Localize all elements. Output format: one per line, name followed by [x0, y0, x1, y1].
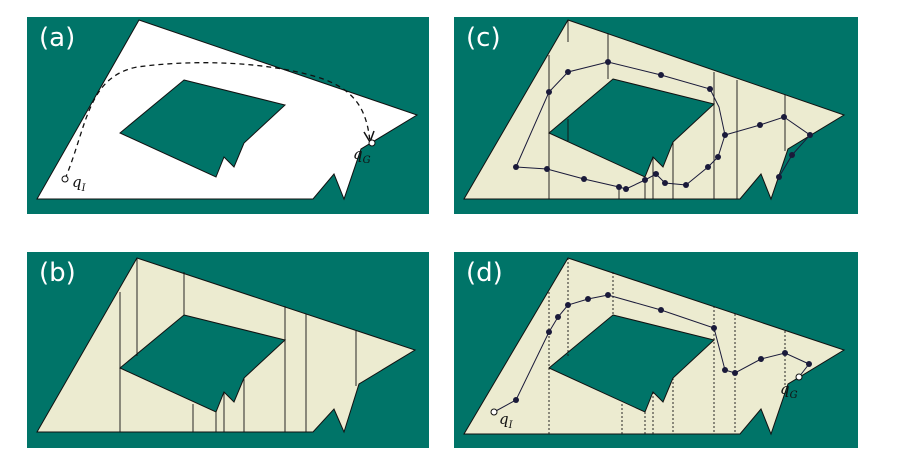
- filled-dot-icon: [585, 296, 591, 302]
- filled-dot-icon: [642, 177, 648, 183]
- filled-dot-icon: [758, 356, 764, 362]
- filled-dot-icon: [658, 72, 664, 78]
- dashed-path: [64, 62, 371, 180]
- filled-dot-icon: [807, 132, 813, 138]
- interior-obstacle: [548, 78, 716, 178]
- panel-b-figure: [27, 252, 429, 448]
- filled-dot-icon: [662, 180, 668, 186]
- roadmap-edges-right: [724, 116, 811, 178]
- filled-dot-icon: [605, 59, 611, 65]
- filled-dot-icon: [658, 307, 664, 313]
- filled-dot-icon: [565, 69, 571, 75]
- start-open-circle-icon: [490, 408, 498, 416]
- panel-a-figure: qI qG: [27, 17, 429, 214]
- goal-open-circle-icon: [368, 139, 376, 147]
- filled-dot-icon: [711, 325, 717, 331]
- filled-dot-icon: [605, 292, 611, 298]
- filled-dot-icon: [732, 370, 738, 376]
- filled-dot-icon: [715, 154, 721, 160]
- filled-dot-icon: [722, 367, 728, 373]
- panel-label-d: (d): [466, 258, 503, 288]
- filled-dot-icon: [781, 114, 787, 120]
- start-label: qI: [72, 173, 87, 194]
- goal-label: qG: [780, 380, 798, 401]
- filled-dot-icon: [581, 176, 587, 182]
- roadmap-vertices: [513, 59, 813, 192]
- path-vertices: [513, 292, 812, 403]
- filled-dot-icon: [546, 89, 552, 95]
- filled-dot-icon: [546, 329, 552, 335]
- filled-dot-icon: [757, 122, 763, 128]
- filled-dot-icon: [565, 302, 571, 308]
- panel-label-a: (a): [39, 23, 76, 53]
- start-open-circle-icon: [61, 175, 69, 183]
- panel-c: (c): [454, 17, 858, 214]
- filled-dot-icon: [653, 171, 659, 177]
- filled-dot-icon: [782, 350, 788, 356]
- panel-label-c: (c): [466, 23, 501, 53]
- filled-dot-icon: [623, 186, 629, 192]
- filled-dot-icon: [555, 314, 561, 320]
- filled-dot-icon: [616, 184, 622, 190]
- filled-dot-icon: [806, 361, 812, 367]
- filled-dot-icon: [776, 174, 782, 180]
- filled-dot-icon: [722, 132, 728, 138]
- cell-boundaries: [119, 258, 357, 432]
- panel-d-figure: qI qG: [454, 252, 858, 448]
- panel-label-b: (b): [39, 258, 76, 288]
- filled-dot-icon: [513, 397, 519, 403]
- panel-d: qI qG (d): [454, 252, 858, 448]
- panel-a: qI qG (a): [27, 17, 429, 214]
- filled-dot-icon: [789, 152, 795, 158]
- interior-obstacle: [119, 79, 287, 178]
- filled-dot-icon: [544, 166, 550, 172]
- start-label: qI: [499, 410, 514, 431]
- filled-dot-icon: [707, 86, 713, 92]
- goal-label: qG: [353, 145, 371, 166]
- filled-dot-icon: [683, 182, 689, 188]
- filled-dot-icon: [513, 164, 519, 170]
- panel-b: (b): [27, 252, 429, 448]
- goal-open-circle-icon: [795, 373, 803, 381]
- interior-obstacle: [548, 314, 716, 413]
- interior-obstacle: [119, 314, 287, 413]
- filled-dot-icon: [705, 164, 711, 170]
- panel-c-figure: [454, 17, 858, 214]
